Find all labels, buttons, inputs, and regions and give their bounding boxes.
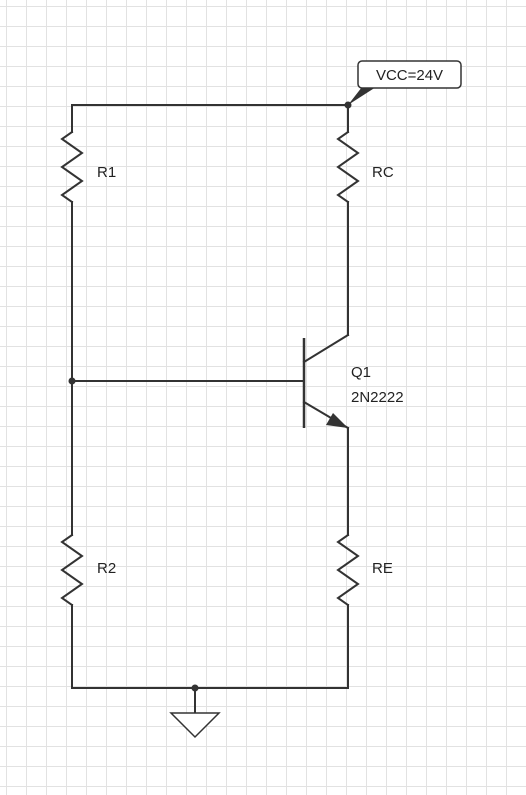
r2-label: R2: [97, 560, 116, 577]
q1-ref-label: Q1: [351, 364, 371, 381]
q1-part-label: 2N2222: [351, 389, 404, 406]
resistor-rc[interactable]: [336, 104, 360, 204]
resistor-r2[interactable]: [60, 533, 84, 689]
rc-label: RC: [372, 164, 394, 181]
ground-symbol[interactable]: [169, 687, 221, 739]
resistor-re[interactable]: [336, 533, 360, 689]
resistor-r1[interactable]: [60, 104, 84, 222]
transistor-q1[interactable]: [302, 333, 350, 430]
r1-label: R1: [97, 164, 116, 181]
re-label: RE: [372, 560, 393, 577]
vcc-label-tag[interactable]: VCC=24V: [348, 60, 462, 105]
vcc-label: VCC=24V: [376, 67, 443, 84]
